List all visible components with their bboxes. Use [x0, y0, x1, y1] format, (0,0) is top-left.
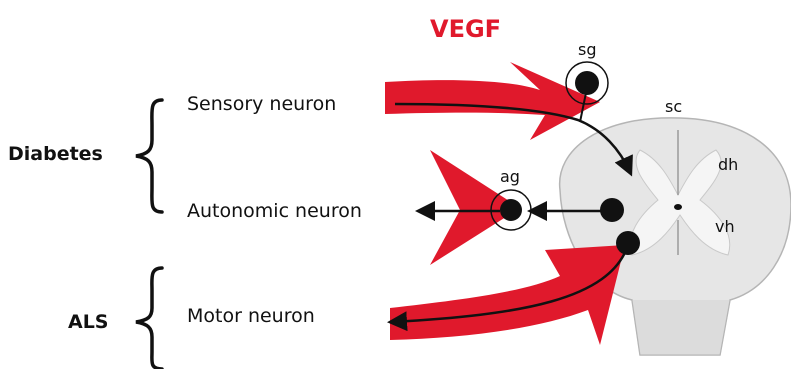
als-brace [136, 268, 162, 369]
diagram-title: VEGF [430, 15, 501, 43]
preganglionic-neuron-cell [600, 198, 624, 222]
sensory-ganglion-cell [575, 71, 599, 95]
sensory-ganglion-label: sg [578, 40, 597, 59]
sensory-neuron-label: Sensory neuron [187, 93, 336, 115]
autonomic-ganglion-cell [500, 199, 522, 221]
diabetes-brace [136, 100, 162, 212]
spinal-cord-lower-section [632, 300, 730, 355]
motor-neuron-label: Motor neuron [187, 305, 315, 327]
autonomic-neuron-label: Autonomic neuron [187, 200, 362, 222]
diabetes-label: Diabetes [8, 143, 103, 165]
als-label: ALS [68, 311, 109, 333]
ventral-horn-label: vh [715, 217, 735, 236]
motor-neuron-cell [616, 231, 640, 255]
dorsal-horn-label: dh [718, 155, 738, 174]
autonomic-ganglion-label: ag [500, 167, 520, 186]
vegf-arrow-motor [390, 245, 625, 345]
spinal-cord-label: sc [665, 97, 682, 116]
central-canal [674, 204, 682, 210]
